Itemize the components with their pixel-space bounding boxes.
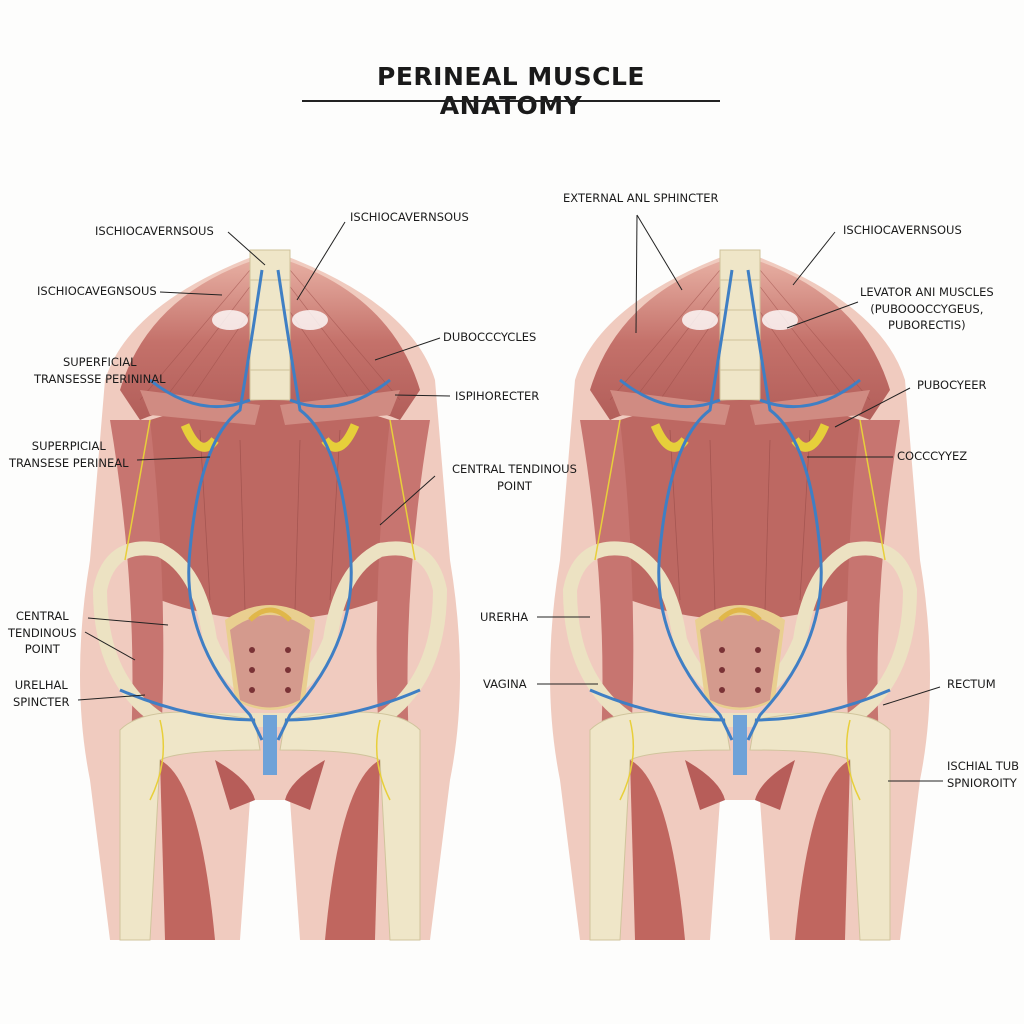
label-ischiocavernosus-center: ISCHIOCAVERNSOUS — [350, 210, 469, 224]
label-ischiocavegnsous: ISCHIOCAVEGNSOUS — [37, 284, 157, 298]
right-pelvis-figure — [550, 250, 930, 940]
label-levator-ani-muscles: LEVATOR ANI MUSCLES(PUBOOOCCYGEUS,PUBORE… — [860, 285, 994, 332]
leader-lines — [77, 214, 943, 782]
label-duboccycles: DUBOCCCYCLES — [443, 330, 537, 344]
label-urethra: URERHA — [480, 610, 529, 624]
label-rectum: RECTUM — [947, 677, 996, 691]
label-external-anal-sphincter: EXTERNAL ANL SPHINCTER — [563, 191, 719, 205]
title-underline — [302, 100, 720, 102]
label-ischiocavernosus-left: ISCHIOCAVERNSOUS — [95, 224, 214, 238]
label-pubocyeer: PUBOCYEER — [917, 378, 987, 392]
label-vagina: VAGINA — [483, 677, 527, 691]
label-ischiocavernosus-right: ISCHIOCAVERNSOUS — [843, 223, 962, 237]
label-ispihorecter: ISPIHORECTER — [455, 389, 540, 403]
label-coccygeus: COCCCYYEZ — [897, 449, 968, 463]
page-title: PERINEAL MUSCLE ANATOMY — [377, 62, 645, 120]
